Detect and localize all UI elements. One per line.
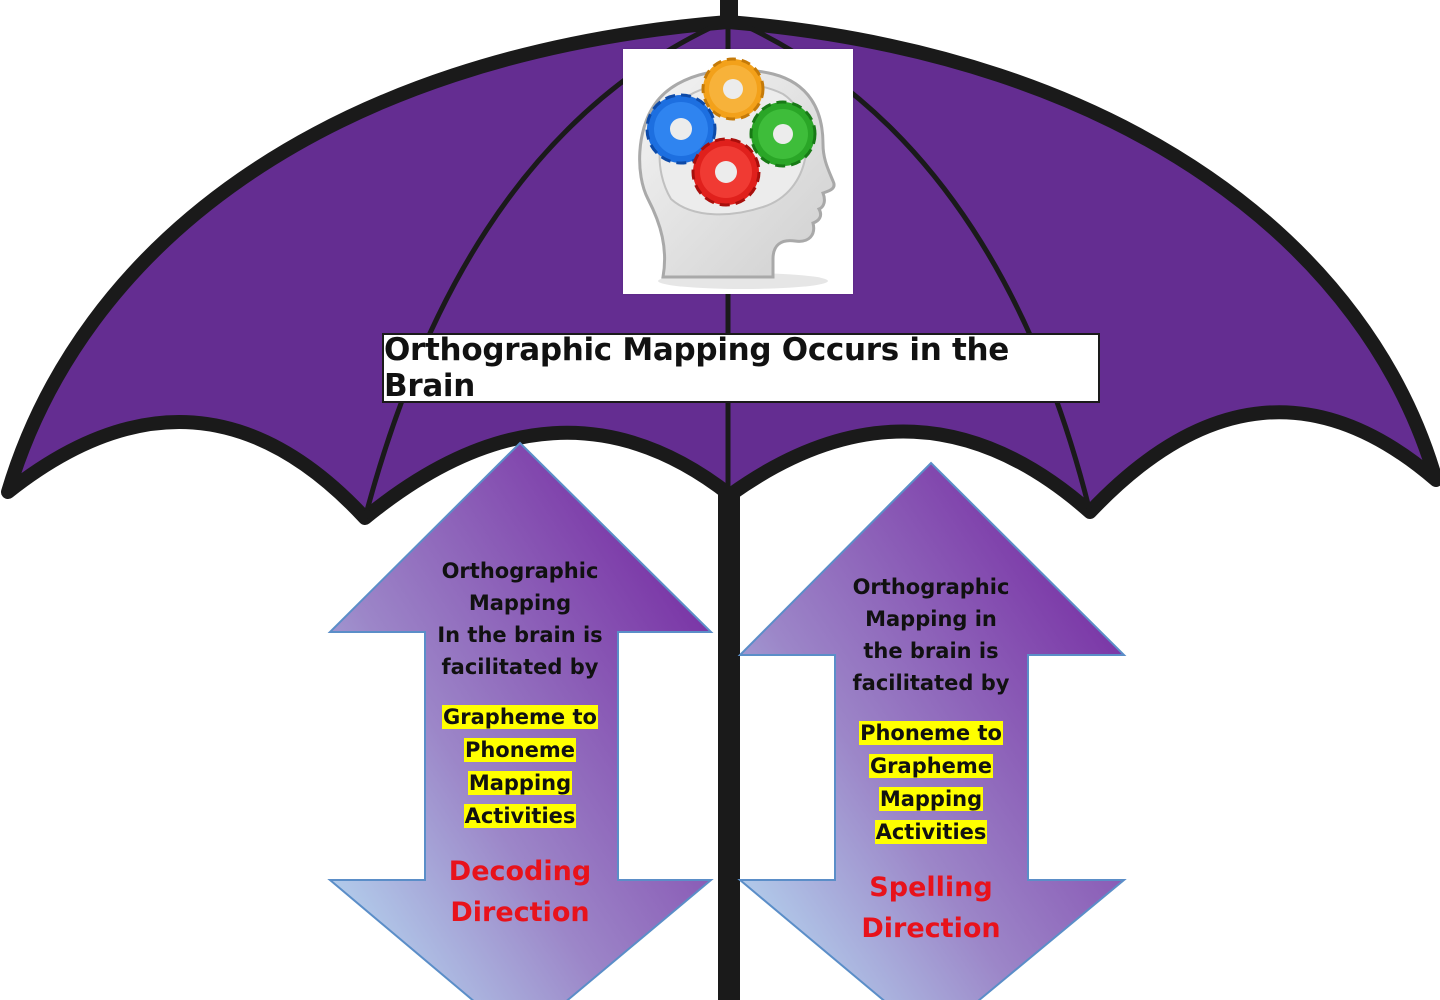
left-highlight-line: Mapping	[467, 771, 573, 795]
right-highlight-line: Mapping	[878, 787, 984, 811]
umbrella-tip	[720, 0, 738, 26]
left-highlight-line: Grapheme to	[442, 705, 598, 729]
orange-gear-icon	[701, 57, 765, 121]
left-arrow-highlight: Grapheme to Phoneme Mapping Activities	[420, 701, 620, 833]
red-gear-icon	[691, 137, 761, 207]
left-arrow-text: Orthographic Mapping In the brain is fac…	[420, 555, 620, 933]
title-box: Orthographic Mapping Occurs in the Brain	[382, 332, 1100, 404]
brain-gears-image	[623, 49, 853, 294]
umbrella-shaft	[718, 490, 740, 1000]
left-highlight-line: Phoneme	[463, 738, 577, 762]
right-highlight-line: Phoneme to	[859, 721, 1003, 745]
right-highlight-line: Activities	[874, 820, 988, 844]
blue-gear-icon	[645, 93, 717, 165]
left-arrow-description: Orthographic Mapping In the brain is fac…	[437, 559, 603, 679]
right-arrow-highlight: Phoneme to Grapheme Mapping Activities	[831, 717, 1031, 849]
left-highlight-line: Activities	[463, 804, 577, 828]
diagram-title: Orthographic Mapping Occurs in the Brain	[384, 332, 1010, 404]
decoding-direction-label: Decoding Direction	[448, 856, 592, 928]
right-highlight-line: Grapheme	[868, 754, 994, 778]
right-arrow-text: Orthographic Mapping in the brain is fac…	[831, 571, 1031, 949]
green-gear-icon	[749, 100, 817, 168]
spelling-direction-label: Spelling Direction	[861, 872, 1001, 944]
right-arrow-description: Orthographic Mapping in the brain is fac…	[852, 575, 1010, 695]
